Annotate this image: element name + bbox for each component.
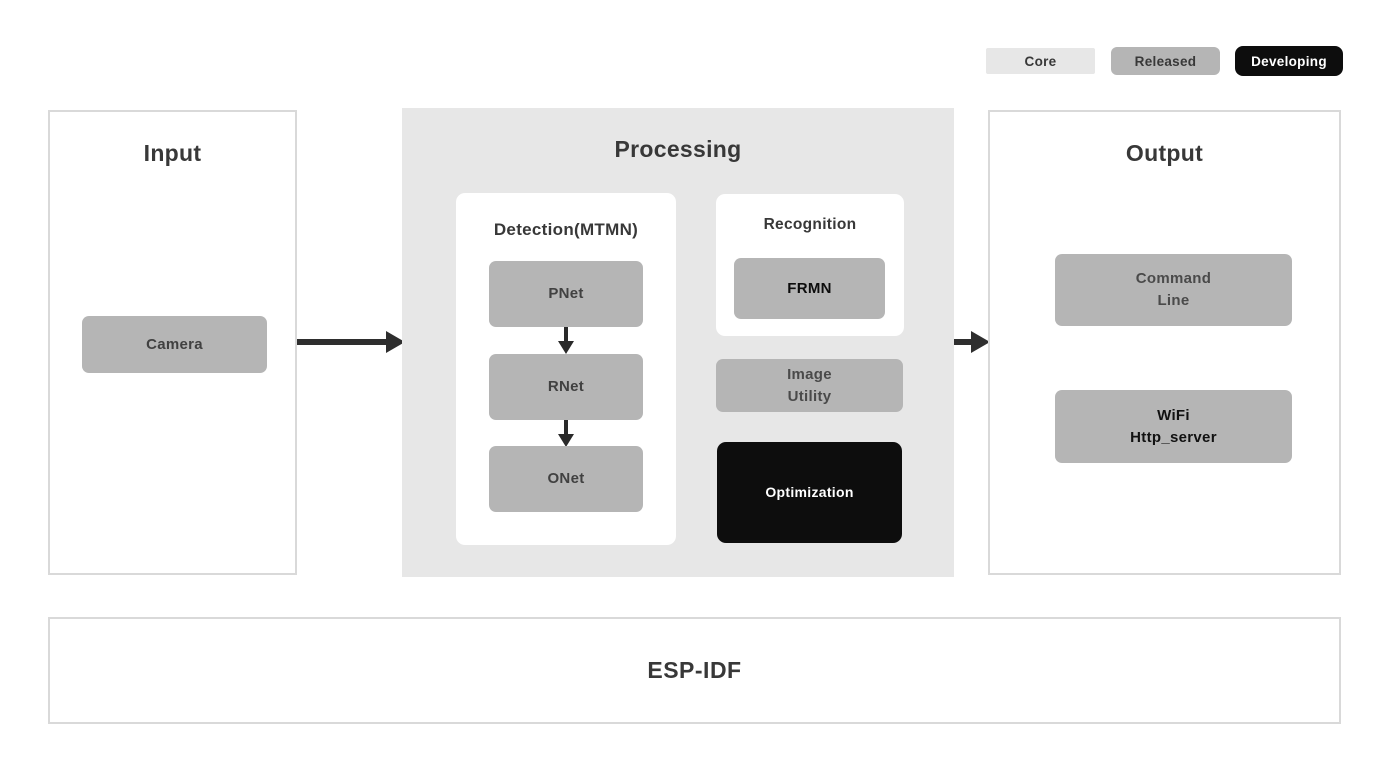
output-panel: Output Command Line WiFi Http_server — [988, 110, 1341, 575]
onet-node: ONet — [489, 446, 643, 512]
processing-title: Processing — [614, 136, 742, 162]
rnet-label: RNet — [547, 378, 585, 396]
command-line-label-line1: Command — [1135, 270, 1212, 288]
input-panel: Input Camera — [48, 110, 297, 575]
wifi-label-line2: Http_server — [1130, 428, 1217, 446]
command-line-label-line2: Line — [1157, 292, 1190, 309]
input-title: Input — [143, 140, 202, 166]
arrow-stem — [564, 327, 568, 343]
arrow-head-icon — [386, 331, 405, 353]
output-title: Output — [1125, 140, 1204, 166]
rnet-node: RNet — [489, 354, 643, 420]
optimization-node: Optimization — [717, 442, 902, 543]
recognition-title: Recognition — [763, 216, 857, 233]
image-utility-label-line2: Utility — [787, 387, 832, 405]
arrow-rnet-to-onet — [558, 420, 574, 447]
detection-subpanel: Detection(MTMN) PNet RNet ONet — [456, 193, 676, 545]
image-utility-node: Image Utility — [716, 359, 903, 412]
wifi-label-line1: WiFi — [1157, 406, 1190, 424]
onet-label: ONet — [547, 470, 585, 488]
legend-developing-label: Developing — [1251, 53, 1327, 69]
legend-developing-badge: Developing — [1235, 46, 1343, 76]
detection-title: Detection(MTMN) — [493, 220, 639, 239]
legend-core-label: Core — [1024, 53, 1057, 69]
camera-label: Camera — [146, 335, 203, 353]
command-line-node: Command Line — [1055, 254, 1292, 326]
optimization-label: Optimization — [765, 484, 854, 501]
arrow-head-icon — [558, 434, 574, 447]
frmn-node: FRMN — [734, 258, 885, 319]
wifi-http-server-node: WiFi Http_server — [1055, 390, 1292, 463]
recognition-subpanel: Recognition FRMN — [716, 194, 904, 336]
pnet-label: PNet — [548, 285, 584, 303]
processing-panel: Processing Detection(MTMN) PNet RNet ONe… — [402, 108, 954, 577]
camera-node: Camera — [82, 316, 267, 373]
arrow-head-icon — [558, 341, 574, 354]
arrow-pnet-to-rnet — [558, 327, 574, 354]
espidf-title: ESP-IDF — [647, 657, 742, 683]
legend-released-badge: Released — [1111, 47, 1220, 75]
arrow-head-icon — [971, 331, 990, 353]
flow-arrow-input-to-processing — [297, 331, 405, 353]
flow-arrow-processing-to-output — [954, 331, 990, 353]
arrow-stem — [954, 339, 972, 345]
legend-released-label: Released — [1134, 53, 1197, 69]
arrow-stem — [297, 339, 388, 345]
pnet-node: PNet — [489, 261, 643, 327]
espidf-panel: ESP-IDF — [48, 617, 1341, 724]
frmn-label: FRMN — [787, 279, 832, 297]
image-utility-label-line1: Image — [787, 365, 832, 383]
legend-core-badge: Core — [986, 48, 1095, 74]
arrow-stem — [564, 420, 568, 436]
